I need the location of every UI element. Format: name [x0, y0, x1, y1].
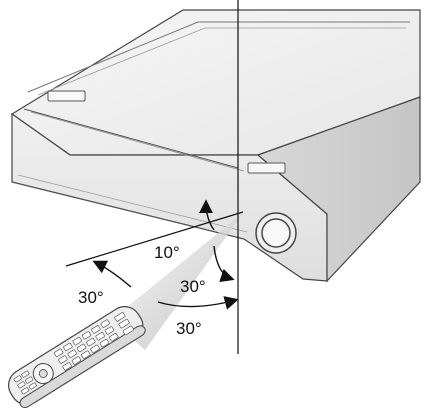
remote-button-grid-2 [13, 370, 37, 395]
angle-label-vertical-down: 30° [180, 277, 206, 296]
angle-label-horizontal-right: 30° [176, 319, 202, 338]
sensor-knob [261, 218, 291, 248]
front-slot-line-2 [30, 111, 245, 172]
left-latch [47, 90, 86, 102]
remote-body [8, 306, 144, 406]
arrow-horizontal-left [92, 260, 132, 288]
remote-dpad-center [38, 369, 48, 378]
remote-top-buttons [114, 312, 134, 336]
device-side [256, 96, 421, 283]
axes [65, 0, 244, 354]
remote-control [8, 306, 146, 408]
remote-side [19, 325, 146, 408]
angle-arrows [92, 199, 239, 310]
arrow-vertical-up [199, 199, 215, 231]
horizontal-axis [65, 211, 244, 267]
device [10, 9, 421, 283]
arrow-vertical-down [213, 245, 235, 283]
front-slot-line-1 [23, 108, 239, 169]
arrow-horizontal-right [157, 296, 239, 310]
front-lower-edge [11, 181, 245, 240]
top-edge-detail-2 [37, 27, 406, 96]
angle-label-horizontal-left: 30° [78, 288, 104, 307]
angle-label-vertical-up: 10° [154, 243, 180, 262]
remote-button-grid-1 [53, 319, 119, 371]
remote-beam [111, 212, 244, 350]
right-latch [247, 162, 286, 174]
top-edge-detail [27, 21, 410, 93]
